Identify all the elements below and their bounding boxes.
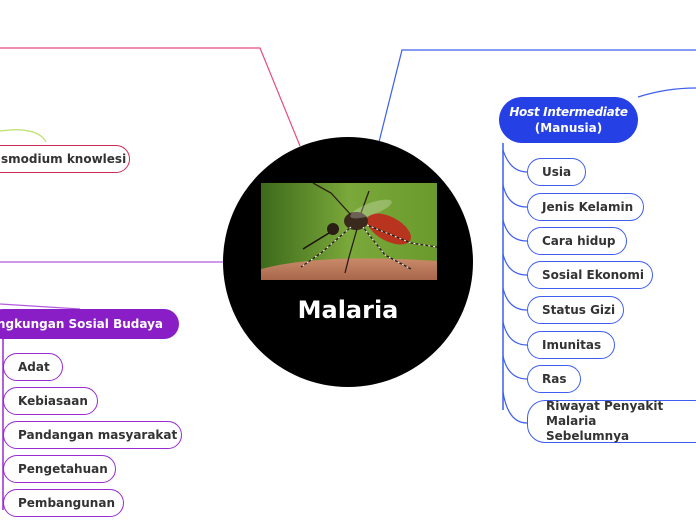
host-child-sosial-ekonomi[interactable]: Sosial Ekonomi <box>527 261 653 289</box>
host-child-label: Sosial Ekonomi <box>542 268 645 282</box>
lsb-child-label: Adat <box>18 360 50 374</box>
connector-blue-top <box>378 49 696 143</box>
host-child-label-line2: Sebelumnya <box>546 429 630 443</box>
host-child-cara-hidup[interactable]: Cara hidup <box>527 227 627 255</box>
host-child-ras[interactable]: Ras <box>527 365 581 393</box>
host-child-imunitas[interactable]: Imunitas <box>527 331 615 359</box>
host-child-riwayat-penyakit[interactable]: Riwayat Penyakit Malaria Sebelumnya <box>527 399 696 443</box>
lsb-child-adat[interactable]: Adat <box>3 353 63 381</box>
lsb-child-label: Pembangunan <box>18 496 115 510</box>
connector-blue-host <box>637 87 696 98</box>
lsb-child-label: Pandangan masyarakat <box>18 428 178 442</box>
lsb-child-pengetahuan[interactable]: Pengetahuan <box>3 455 116 483</box>
central-topic-title: Malaria <box>297 296 399 324</box>
lsb-child-label: Kebiasaan <box>18 394 88 408</box>
connector-red-top <box>0 47 301 147</box>
lsb-child-label: Pengetahuan <box>18 462 108 476</box>
host-intermediate-node[interactable]: Host Intermediate (Manusia) <box>499 97 638 143</box>
host-child-label: Status Gizi <box>542 303 616 317</box>
lsb-child-pembangunan[interactable]: Pembangunan <box>3 489 124 517</box>
host-child-label: Usia <box>542 165 572 179</box>
plasmodium-knowlesi-label: smodium knowlesi <box>1 152 127 166</box>
lingkungan-sosial-budaya-label: Lingkungan Sosial Budaya <box>0 317 163 331</box>
lsb-child-kebiasaan[interactable]: Kebiasaan <box>3 387 98 415</box>
host-child-usia[interactable]: Usia <box>527 158 586 186</box>
host-child-jenis-kelamin[interactable]: Jenis Kelamin <box>527 193 644 221</box>
lingkungan-sosial-budaya-node[interactable]: Lingkungan Sosial Budaya <box>0 309 179 339</box>
lsb-child-pandangan-masyarakat[interactable]: Pandangan masyarakat <box>3 421 182 449</box>
mosquito-photo <box>261 183 437 280</box>
host-child-label: Jenis Kelamin <box>542 200 634 214</box>
host-intermediate-sublabel: (Manusia) <box>534 121 603 135</box>
host-child-status-gizi[interactable]: Status Gizi <box>527 296 624 324</box>
host-child-connectors <box>502 149 528 424</box>
plasmodium-knowlesi-node[interactable]: smodium knowlesi <box>0 145 130 173</box>
connector-green <box>0 129 47 143</box>
host-child-label: Cara hidup <box>542 234 616 248</box>
host-intermediate-label: Host Intermediate <box>509 105 628 119</box>
connector-purple-lsb <box>0 303 81 310</box>
host-child-label: Imunitas <box>542 338 602 352</box>
host-child-label-line1: Riwayat Penyakit Malaria <box>546 399 664 428</box>
host-child-label: Ras <box>542 372 567 386</box>
